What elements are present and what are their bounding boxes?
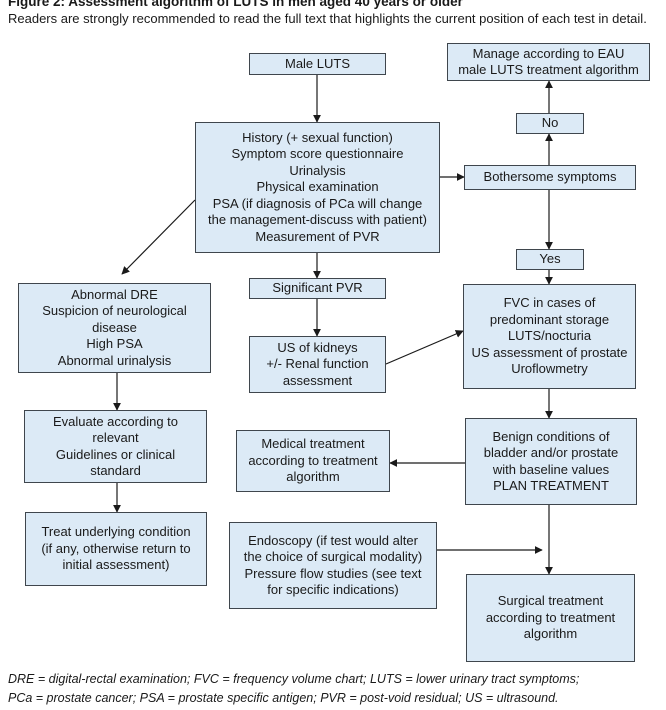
footer-line: DRE = digital-rectal examination; FVC = … [8,672,580,686]
box-text-line: according to treatment [485,609,616,625]
box-text-line: algorithm [286,469,340,485]
box-history: History (+ sexual function)Symptom score… [195,122,440,253]
box-text-line: algorithm [523,626,578,642]
box-male-luts: Male LUTS [249,53,386,75]
box-text-line: with baseline values [492,461,610,477]
box-text-line: the choice of surgical modality) [243,549,423,565]
box-text-line: Bothersome symptoms [483,169,617,185]
box-text-line: Urinalysis [289,162,346,178]
box-text-line: LUTS/nocturia [507,328,592,344]
box-text-line: the management-discuss with patient) [208,212,427,228]
figure-header: Figure 2: Assessment algorithm of LUTS i… [8,0,664,27]
box-text-line: male LUTS treatment algorithm [458,62,639,77]
box-text-line: Endoscopy (if test would alter [248,532,418,548]
box-text-line: standard [90,462,141,478]
box-text-line: Significant PVR [272,280,363,296]
box-text-line: History (+ sexual function) [242,130,393,146]
box-text-line: for specific indications) [267,581,399,597]
box-text-line: Symptom score questionnaire [231,146,404,162]
box-text-line: Measurement of PVR [255,228,380,244]
box-text-line: (if any, otherwise return to [41,540,191,556]
box-text-line: No [541,115,559,131]
box-text-line: Male LUTS [284,55,351,71]
box-text-line: relevant [92,430,139,446]
box-no: No [516,113,584,134]
box-text-line: PSA (if diagnosis of PCa will change [212,195,423,211]
footer-line: PCa = prostate cancer; PSA = prostate sp… [8,691,559,705]
box-text-line: disease [92,319,137,335]
box-text-line: Abnormal urinalysis [57,352,172,368]
figure-subtitle: Readers are strongly recommended to read… [8,11,647,26]
box-significant-pvr: Significant PVR [249,278,386,299]
box-text-line: according to treatment [248,452,378,468]
box-text-line: US of kidneys [277,339,358,355]
box-text-line: Treat underlying condition [41,524,191,540]
box-text-line: predominant storage [489,311,610,327]
box-text-line: Medical treatment [261,436,365,452]
box-text-line: US assessment of prostate [471,344,628,360]
box-text-line: PLAN TREATMENT [493,477,609,493]
box-text-line: bladder and/or prostate [483,445,619,461]
box-text-line: Manage according to EAU [472,45,625,61]
box-text-line: Uroflowmetry [511,361,588,377]
connector-arrow [385,330,464,365]
box-treat-underlying: Treat underlying condition(if any, other… [25,512,207,586]
box-text-line: FVC in cases of [503,295,596,311]
box-text-line: assessment [282,372,353,388]
box-text-line: initial assessment) [62,557,170,573]
box-text-line: Evaluate according to [52,413,179,429]
figure-title: Figure 2: Assessment algorithm of LUTS i… [8,0,463,9]
box-text-line: +/- Renal function [266,356,369,372]
box-text-line: Benign conditions of [492,428,610,444]
box-yes: Yes [516,249,584,270]
connector-arrow [121,199,196,275]
box-text-line: Surgical treatment [497,593,604,609]
box-text-line: Guidelines or clinical [55,446,176,462]
abbreviations-footer: DRE = digital-rectal examination; FVC = … [8,670,664,708]
box-text-line: Abnormal DRE [71,286,158,302]
box-text-line: High PSA [86,336,143,352]
box-bothersome: Bothersome symptoms [464,165,636,190]
box-text-line: Yes [539,251,561,267]
box-text-line: Physical examination [256,179,379,195]
box-text-line: Pressure flow studies (see text [244,565,422,581]
box-text-line: Suspicion of neurological [42,303,187,319]
